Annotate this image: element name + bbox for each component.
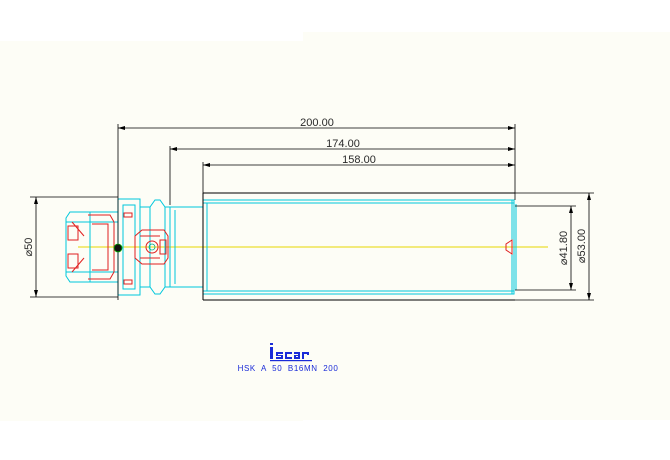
dim-bore-diameter: ⌀41.80 xyxy=(558,231,570,265)
drawing-sheet-right xyxy=(303,32,670,420)
coolant-hole-marker xyxy=(113,243,123,253)
dim-length-174: 174.00 xyxy=(326,138,360,150)
dimension-lines xyxy=(30,124,594,301)
dimension-arrowheads xyxy=(34,126,591,300)
dim-body-diameter: ⌀53.00 xyxy=(576,229,588,263)
dim-flange-diameter: ⌀50 xyxy=(23,238,35,257)
dim-overall-length: 200.00 xyxy=(300,117,334,129)
pin-hole-marker xyxy=(148,243,156,251)
tool-body-outline xyxy=(202,192,515,301)
dim-length-158: 158.00 xyxy=(342,154,376,166)
iscar-logo xyxy=(270,343,312,362)
drawing-sheet-left xyxy=(0,41,303,421)
part-designation: HSK A 50 B16MN 200 xyxy=(238,364,339,373)
